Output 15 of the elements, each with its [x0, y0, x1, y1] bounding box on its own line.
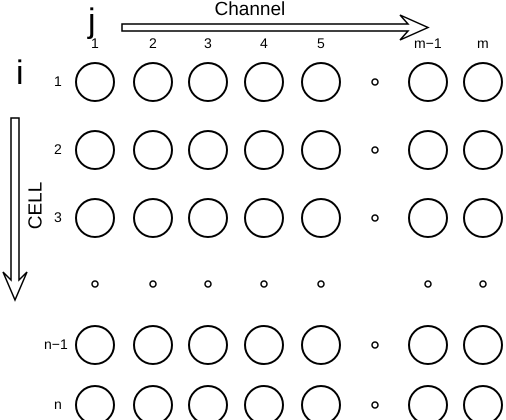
row-number: 1	[54, 74, 62, 88]
column-number: m	[477, 36, 489, 50]
column-number: 4	[260, 36, 268, 50]
axis-title: Channel	[214, 0, 286, 19]
axis-letter: i	[16, 56, 24, 90]
column-number: 2	[149, 36, 157, 50]
column-number: m−1	[414, 36, 442, 50]
axis-letter: j	[88, 4, 96, 38]
axis-title: CELL	[26, 181, 46, 229]
row-number: n	[54, 397, 62, 411]
column-number: 3	[204, 36, 212, 50]
column-number: 5	[317, 36, 325, 50]
row-number: 3	[54, 210, 62, 224]
row-number: 2	[54, 142, 62, 156]
row-number: n−1	[44, 337, 68, 351]
